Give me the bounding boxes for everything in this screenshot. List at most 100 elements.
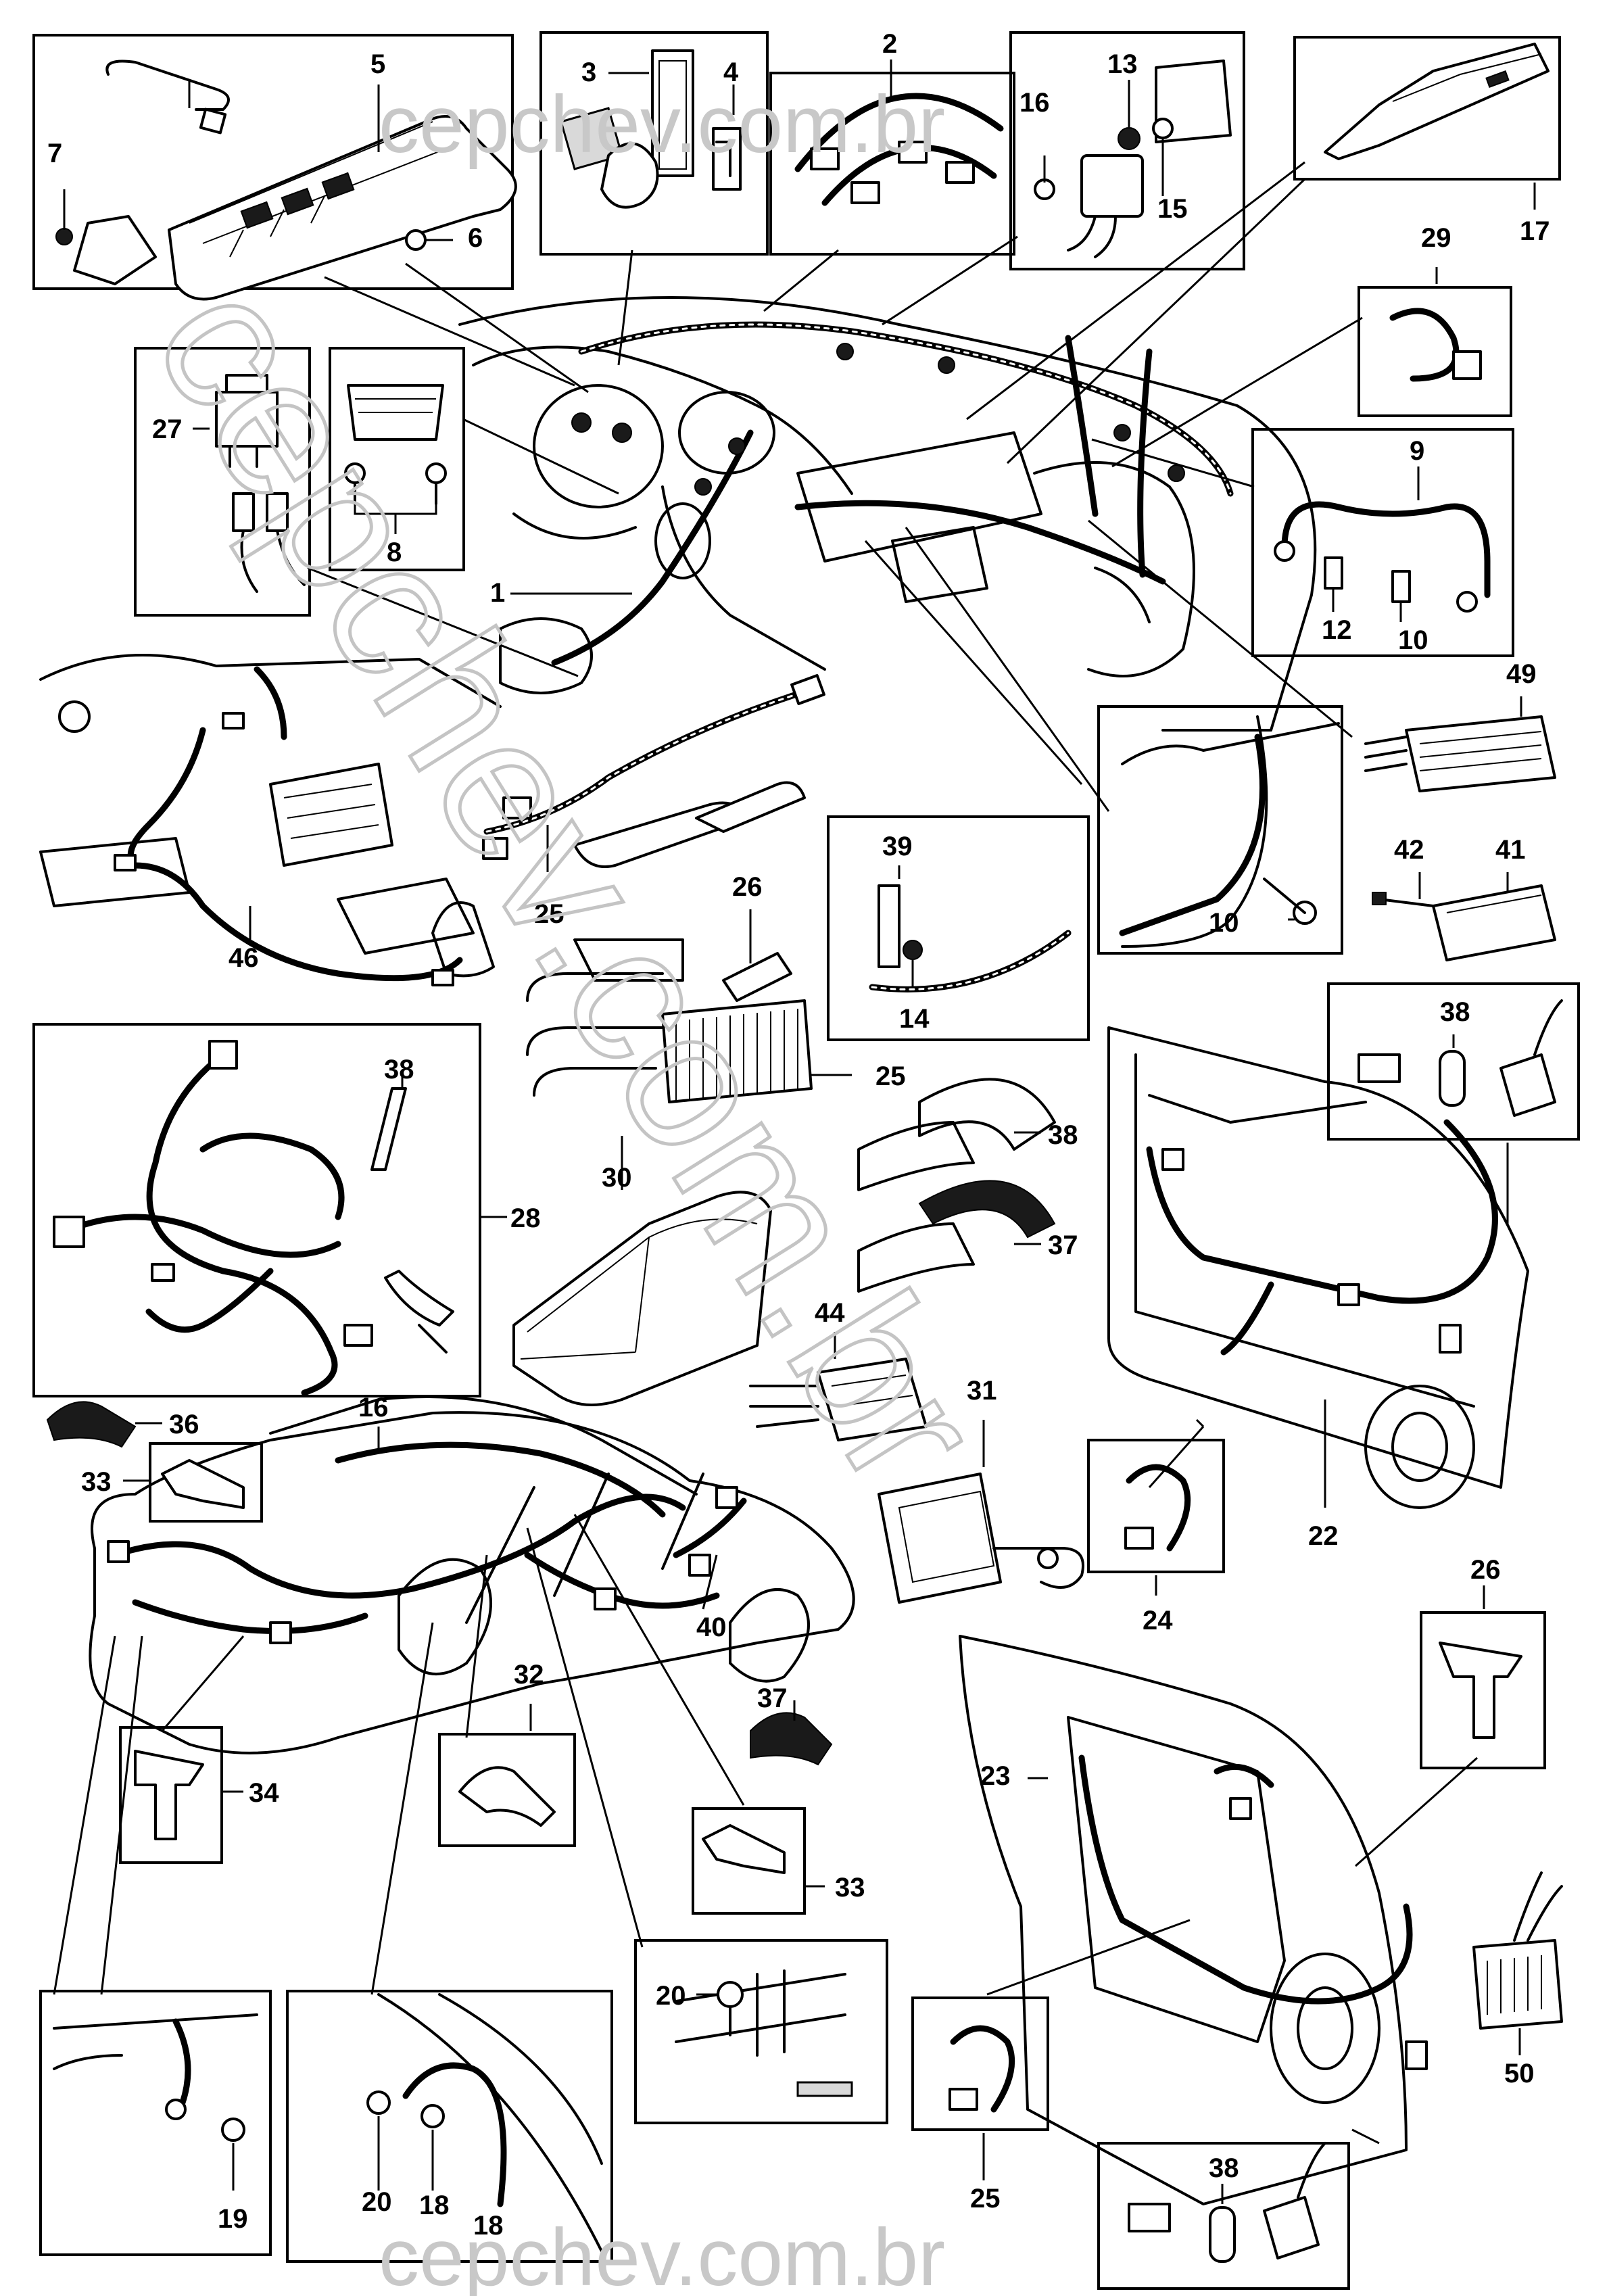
console-harness-45	[39, 654, 502, 986]
detail-box-ground-strap	[1251, 428, 1514, 657]
fuse-block-28	[526, 909, 852, 1103]
callout-18-label: 18	[473, 2211, 504, 2241]
callout-47: 42	[1394, 835, 1424, 865]
detail-box-dash-bracket	[32, 34, 517, 301]
detail-box-obd-connector	[329, 347, 465, 571]
callout-3: 3	[581, 57, 596, 87]
clip-39-lower	[750, 1700, 833, 1766]
callout-22: 19	[218, 2204, 248, 2234]
callout-43: 38	[1048, 1120, 1078, 1150]
detail-box-clip-38-upper	[1327, 982, 1580, 1224]
detail-box-a-pillar	[1097, 705, 1343, 955]
callout-13: 15	[1157, 194, 1188, 224]
detail-box-labels	[539, 31, 769, 256]
cover-33	[512, 1136, 772, 1406]
callout-31: 28	[510, 1203, 541, 1233]
callout-45: 46	[229, 943, 259, 973]
bracket-34	[878, 1420, 1084, 1604]
channel-42	[857, 1180, 1056, 1293]
callout-21: 20	[656, 1981, 686, 2011]
detail-box-36-upper	[123, 1442, 263, 1523]
callout-33: 30	[602, 1163, 632, 1193]
callout-29: 26	[732, 872, 763, 902]
detail-box-harness-31	[32, 1023, 507, 1397]
callout-14: 16	[1019, 88, 1050, 118]
callout-17: 14	[899, 1004, 930, 1034]
callout-40: 39	[882, 832, 913, 861]
clip-39-upper	[46, 1401, 162, 1448]
callout-36-upper: 33	[81, 1467, 112, 1497]
detail-box-clip-25-upper	[1087, 1439, 1225, 1596]
callout-35: 32	[514, 1660, 544, 1690]
watermark-top: cepchev.com.br	[379, 79, 945, 170]
callout-32: 29	[1421, 223, 1451, 253]
callout-39-lower-label: 37	[757, 1683, 788, 1713]
callout-4: 4	[723, 57, 739, 87]
callout-27: 25	[534, 899, 565, 929]
callout-12: 13	[1107, 49, 1138, 79]
vehicle-body-harness	[89, 1395, 855, 1754]
callout-34: 31	[967, 1376, 997, 1406]
callout-19: 18	[419, 2191, 450, 2220]
detail-box-trim-panel	[1293, 36, 1561, 210]
callout-1: 1	[490, 578, 505, 608]
floor-harness-27	[482, 674, 825, 872]
detail-box-clip-26	[1420, 1585, 1546, 1769]
channel-43	[857, 1078, 1056, 1191]
callout-37: 34	[249, 1778, 279, 1808]
detail-box-clip-37	[119, 1726, 243, 1864]
connector-48	[749, 1332, 928, 1441]
callout-42: 37	[1048, 1230, 1078, 1260]
callout-9: 9	[1410, 436, 1424, 466]
callout-36-lower-label: 33	[835, 1873, 865, 1903]
detail-box-clip-21	[634, 1939, 888, 2124]
leader-lines-bottom	[53, 1514, 1478, 1996]
detail-box-clip-40	[827, 815, 1090, 1041]
callout-15: 17	[1520, 216, 1550, 246]
callout-16: 16	[358, 1393, 389, 1422]
callout-38-upper-label: 38	[1440, 997, 1470, 1027]
callout-30: 27	[152, 414, 183, 444]
callout-50: 50	[1504, 2059, 1535, 2088]
leader-lines-top	[307, 161, 1363, 812]
callout-23: 22	[1308, 1521, 1339, 1551]
callout-11: 12	[1322, 615, 1352, 645]
detail-box-36-lower	[692, 1807, 825, 1915]
callout-24: 23	[980, 1761, 1011, 1791]
callout-39-upper: 36	[169, 1410, 199, 1439]
callout-26-label: 26	[1470, 1555, 1501, 1585]
callout-5: 5	[370, 49, 385, 79]
rear-door-harness	[959, 1635, 1428, 2205]
detail-box-wire-clip	[1358, 267, 1512, 417]
callout-25-upper: 24	[1143, 1606, 1173, 1635]
dashboard-harness-view	[458, 296, 1317, 732]
callout-7: 7	[47, 139, 62, 168]
front-door-harness	[1107, 1026, 1529, 1509]
connector-49	[1364, 696, 1556, 792]
callout-8: 8	[387, 537, 402, 567]
callout-48: 44	[815, 1298, 845, 1328]
detail-box-clip-35	[438, 1704, 576, 1847]
callout-38-lower: 38	[1209, 2153, 1239, 2183]
connector-50	[1472, 1871, 1563, 2055]
detail-box-relay	[1009, 31, 1245, 270]
detail-box-instrument-harness	[769, 59, 1015, 256]
callout-10-b: 10	[1209, 908, 1239, 938]
callout-2: 2	[882, 29, 897, 59]
callout-28: 25	[875, 1061, 906, 1091]
detail-box-clip-22	[39, 1990, 272, 2256]
detail-box-clip-25-lower	[911, 1996, 1049, 2180]
detail-box-strap-18	[286, 1990, 613, 2263]
connector-46	[1372, 872, 1556, 961]
detail-box-clip-38-lower	[1097, 2142, 1350, 2290]
watermark-bottom: cepchev.com.br	[379, 2212, 945, 2296]
detail-box-switch	[134, 347, 311, 617]
callout-10: 10	[1398, 625, 1428, 655]
callout-46: 41	[1495, 835, 1526, 865]
callout-44: 38	[384, 1055, 414, 1084]
callout-41: 40	[696, 1612, 727, 1642]
callout-6: 6	[468, 223, 483, 253]
callout-25-lower-text: 25	[970, 2184, 1001, 2214]
callout-20: 20	[362, 2187, 392, 2217]
